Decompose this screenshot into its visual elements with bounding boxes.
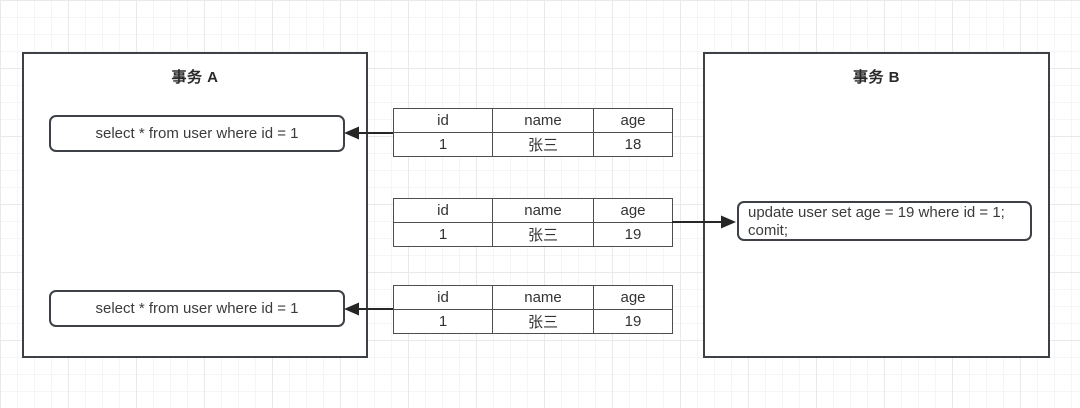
header-cell-name: name [492, 198, 594, 223]
cell-name: 张三 [492, 222, 594, 247]
result-table-3: id name age 1 张三 19 [393, 285, 673, 334]
update-query-line-1: update user set age = 19 where id = 1; [748, 203, 1005, 221]
header-cell-id: id [393, 285, 493, 310]
table-row: 1 张三 19 [393, 309, 673, 334]
update-query-line-2: comit; [748, 221, 789, 239]
update-query-box: update user set age = 19 where id = 1; c… [737, 201, 1032, 241]
cell-id: 1 [393, 309, 493, 334]
select-query-box-1: select * from user where id = 1 [49, 115, 345, 152]
header-cell-age: age [593, 285, 673, 310]
cell-name: 张三 [492, 309, 594, 334]
select-query-text-1: select * from user where id = 1 [95, 125, 299, 142]
select-query-text-2: select * from user where id = 1 [95, 300, 299, 317]
transaction-a-panel: 事务 A select * from user where id = 1 sel… [22, 52, 368, 358]
header-cell-age: age [593, 198, 673, 223]
cell-age: 19 [593, 222, 673, 247]
header-cell-name: name [492, 108, 594, 133]
result-table-1: id name age 1 张三 18 [393, 108, 673, 157]
cell-name: 张三 [492, 132, 594, 157]
select-query-box-2: select * from user where id = 1 [49, 290, 345, 327]
cell-id: 1 [393, 132, 493, 157]
table-header-row: id name age [393, 198, 673, 223]
cell-age: 19 [593, 309, 673, 334]
table-row: 1 张三 19 [393, 222, 673, 247]
transaction-b-panel: 事务 B update user set age = 19 where id =… [703, 52, 1050, 358]
transaction-a-title: 事务 A [171, 69, 219, 86]
table-header-row: id name age [393, 285, 673, 310]
cell-id: 1 [393, 222, 493, 247]
header-cell-id: id [393, 108, 493, 133]
cell-age: 18 [593, 132, 673, 157]
header-cell-id: id [393, 198, 493, 223]
table-row: 1 张三 18 [393, 132, 673, 157]
result-table-2: id name age 1 张三 19 [393, 198, 673, 247]
header-cell-name: name [492, 285, 594, 310]
header-cell-age: age [593, 108, 673, 133]
transaction-b-title: 事务 B [852, 69, 900, 86]
table-header-row: id name age [393, 108, 673, 133]
